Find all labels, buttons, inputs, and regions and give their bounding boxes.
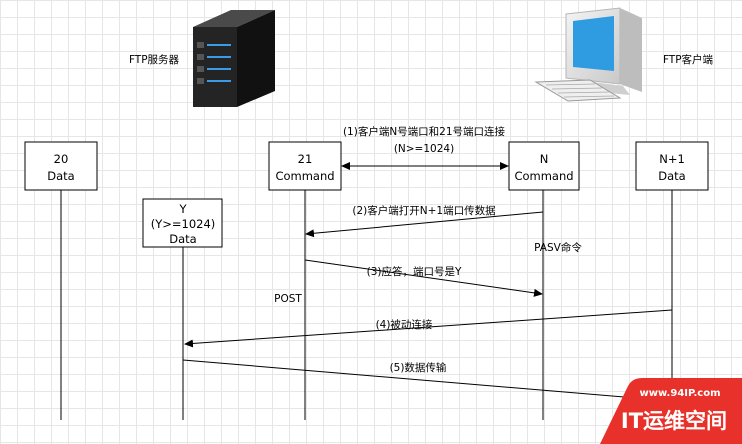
box-port-21: 21 Command bbox=[268, 141, 342, 191]
box-port-n-number: N bbox=[540, 152, 549, 166]
message-4-arrow bbox=[184, 309, 673, 348]
box-port-n: N Command bbox=[508, 141, 580, 191]
message-2-arrow bbox=[305, 211, 544, 238]
box-port-y: Y (Y>=1024) Data bbox=[142, 198, 223, 248]
server-label: FTP服务器 bbox=[129, 53, 180, 66]
box-port-y-number: Y bbox=[178, 202, 187, 216]
message-3-arrow bbox=[304, 259, 543, 297]
watermark-text: IT运维空间 bbox=[621, 409, 727, 433]
watermark-url: www.94IP.com bbox=[639, 388, 720, 399]
box-port-21-type: Command bbox=[275, 169, 334, 183]
box-port-20: 20 Data bbox=[24, 141, 98, 191]
client-label: FTP客户端 bbox=[663, 53, 714, 66]
box-port-n1-type: Data bbox=[658, 169, 685, 183]
message-5-label: (5)数据传输 bbox=[390, 361, 447, 374]
message-5-arrow bbox=[182, 359, 672, 405]
box-port-21-number: 21 bbox=[298, 152, 313, 166]
message-1-label: (1)客户端N号端口和21号端口连接 bbox=[343, 125, 506, 138]
box-port-20-type: Data bbox=[47, 169, 74, 183]
message-3-label: (3)应答，端口号是Y bbox=[367, 265, 462, 278]
pasv-command-label: PASV命令 bbox=[534, 241, 582, 254]
message-2-label: (2)客户端打开N+1端口传数据 bbox=[352, 204, 496, 217]
client-computer-icon bbox=[534, 7, 642, 102]
box-port-y-range: (Y>=1024) bbox=[151, 217, 216, 231]
box-port-y-type: Data bbox=[169, 232, 196, 246]
post-label: POST bbox=[274, 293, 302, 305]
box-port-20-number: 20 bbox=[54, 152, 69, 166]
watermark: www.94IP.com IT运维空间 bbox=[600, 378, 742, 444]
lifelines bbox=[60, 190, 673, 420]
server-icon bbox=[193, 10, 275, 107]
watermark-banner bbox=[600, 378, 742, 444]
message-4-label: (4)被动连接 bbox=[376, 318, 433, 331]
box-port-n-type: Command bbox=[514, 169, 573, 183]
box-port-n1-number: N+1 bbox=[659, 152, 685, 166]
message-1-sublabel: (N>=1024) bbox=[394, 143, 454, 155]
box-port-n1: N+1 Data bbox=[635, 141, 709, 191]
